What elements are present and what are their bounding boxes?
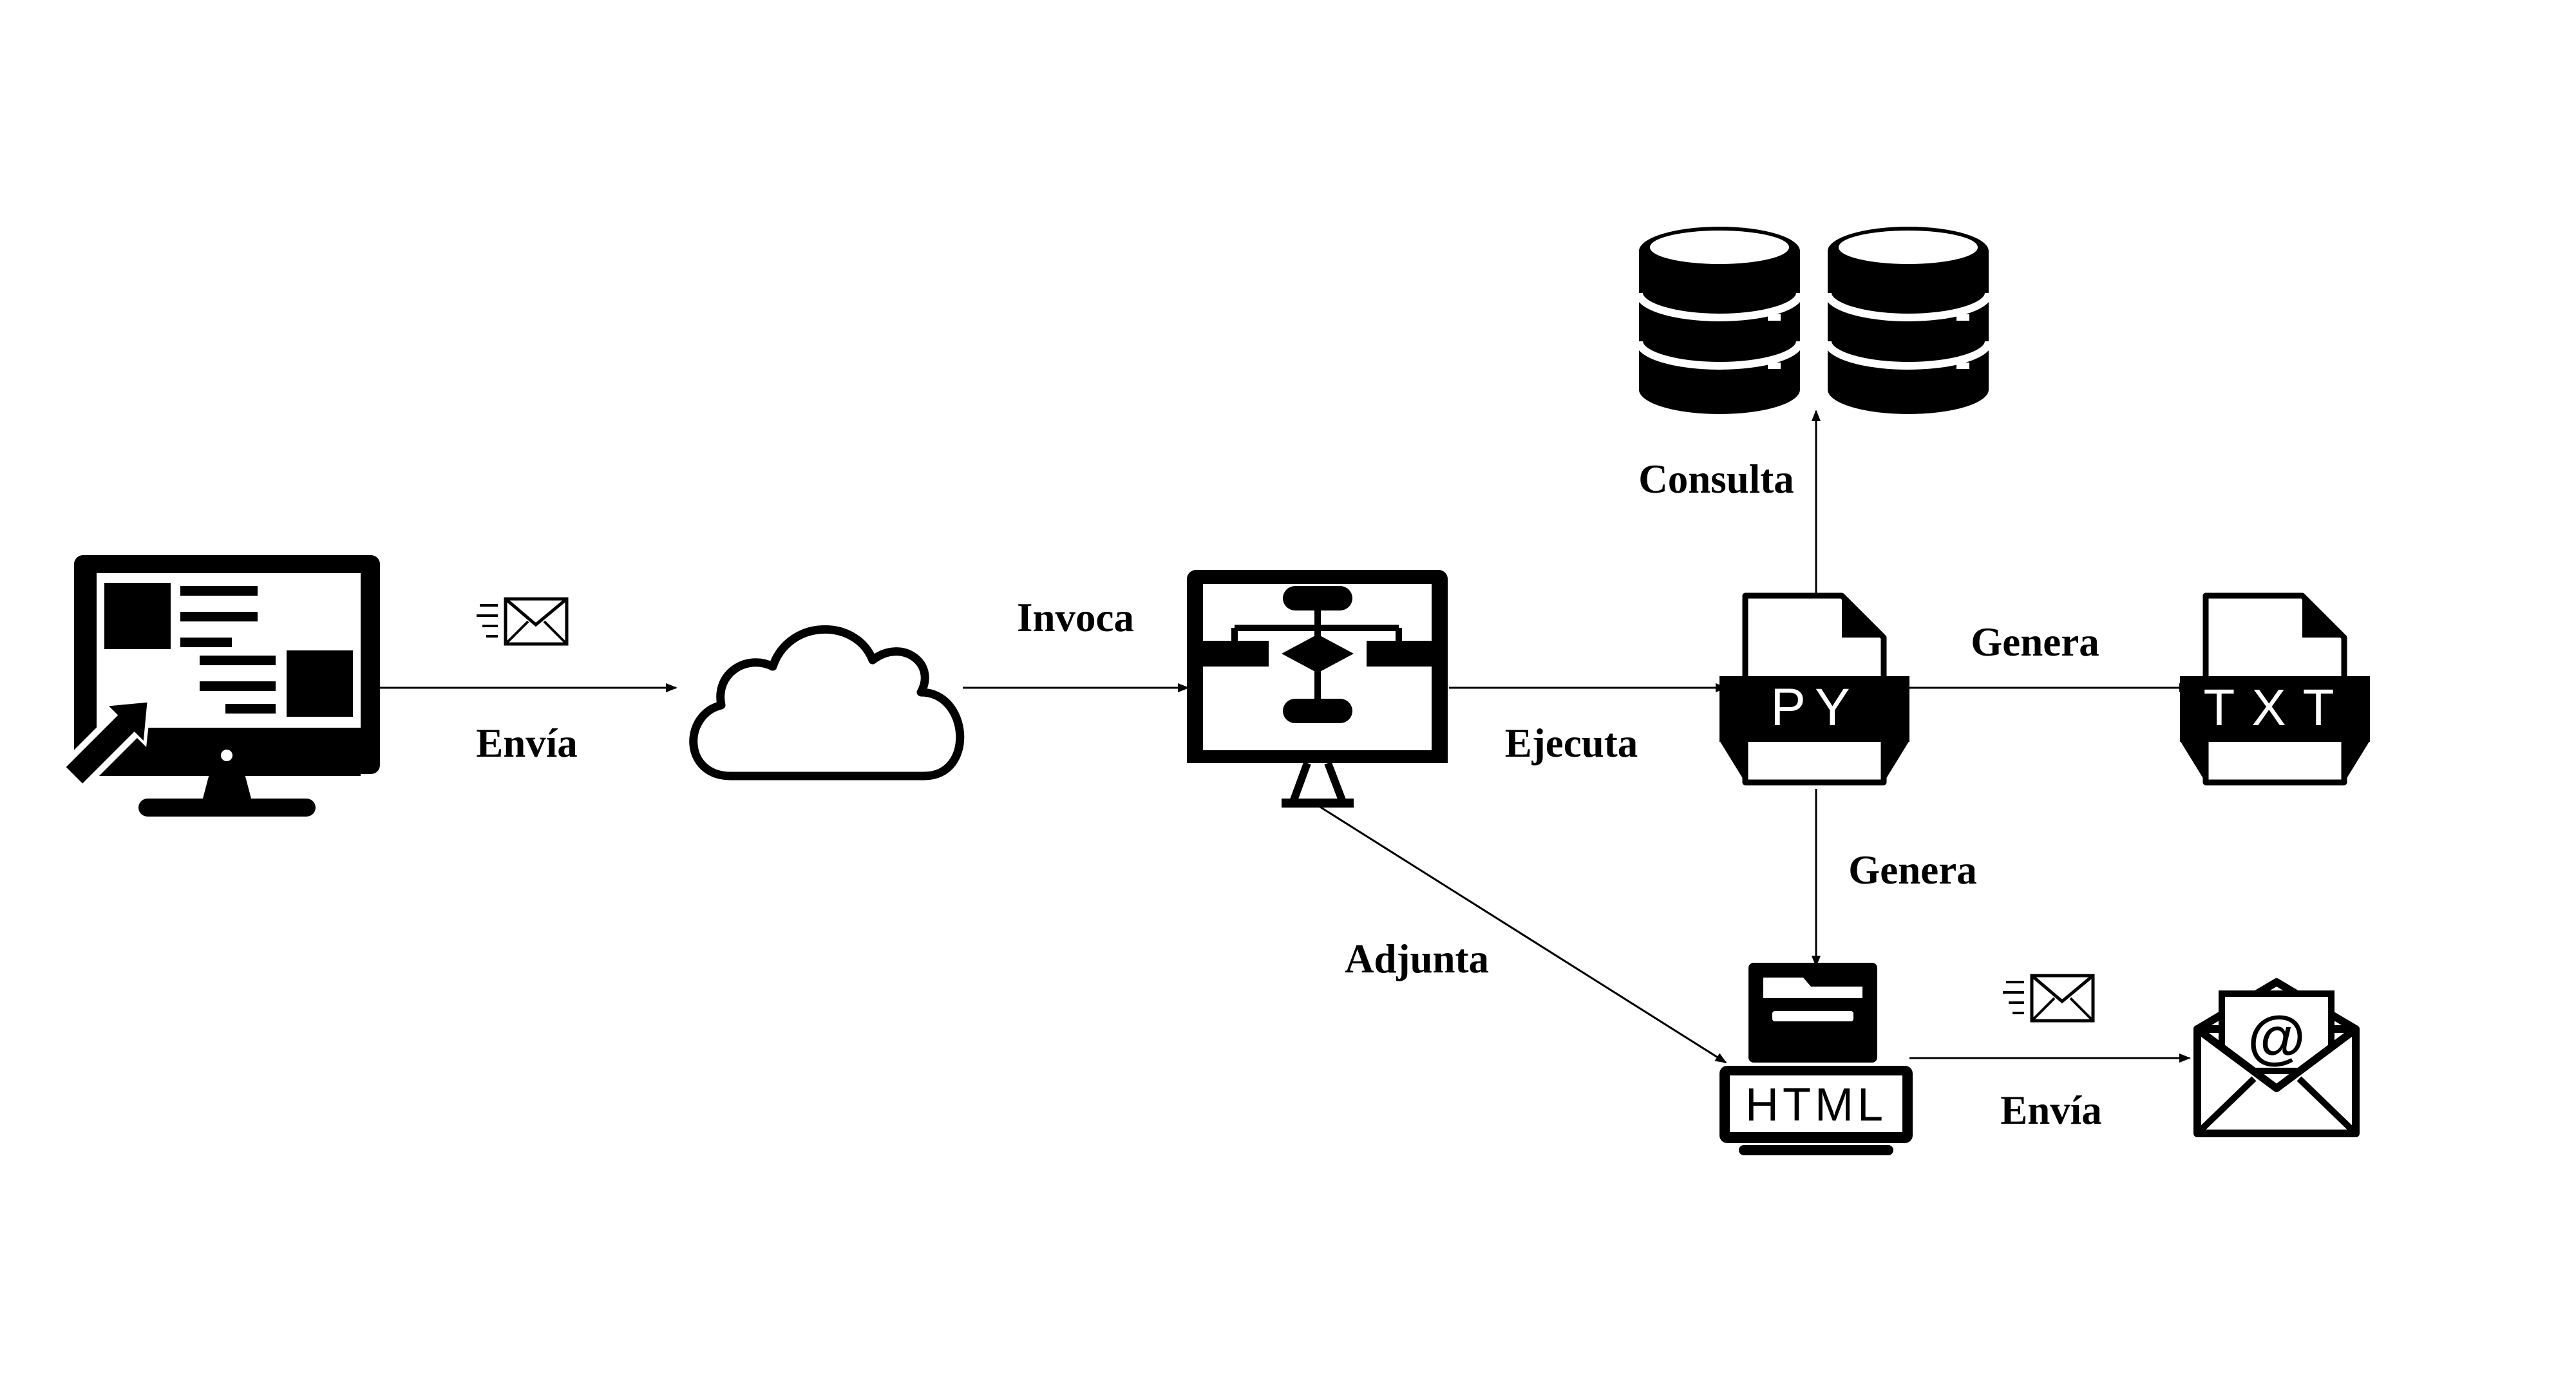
label-invoca: Invoca [1017,595,1134,640]
label-adjunta: Adjunta [1345,936,1489,981]
html-folder-icon: HTML [1719,963,1913,1155]
label-envia-2: Envía [2000,1088,2102,1133]
edge-flowchart-to-html [1316,804,1727,1064]
database-icon [1635,227,1804,414]
label-consulta: Consulta [1638,457,1794,502]
flowchart-monitor-icon [1187,570,1448,808]
connectors [380,410,2191,1064]
py-file-icon: PY [1719,592,1909,786]
cloud-icon [689,625,965,781]
edge-labels: Envía Invoca Ejecuta Consulta Genera Gen… [476,457,2102,1133]
label-ejecuta: Ejecuta [1505,721,1638,766]
at-symbol: @ [2248,1005,2306,1070]
py-badge: PY [1770,678,1859,737]
send-mail-icon [2003,974,2095,1023]
open-envelope-icon: @ [2193,978,2360,1137]
label-genera-html: Genera [1848,847,1976,893]
txt-file-icon: TXT [2180,592,2370,786]
desktop-pointer-icon [57,555,380,817]
database-icon [1824,227,1993,414]
html-badge: HTML [1745,1079,1887,1131]
label-genera-txt: Genera [1971,620,2099,665]
send-mail-icon [477,597,569,646]
label-envia-1: Envía [476,721,578,766]
txt-badge: TXT [2203,679,2351,736]
